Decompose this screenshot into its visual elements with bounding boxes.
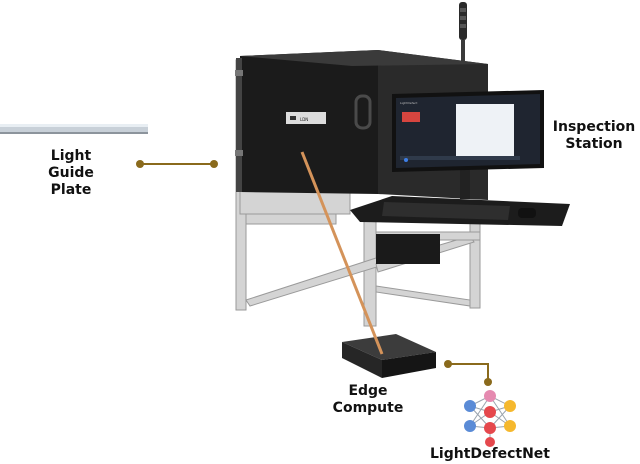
connector-plate	[136, 160, 218, 168]
label-inspection-station: Inspection Station	[546, 119, 640, 153]
label-light-guide-plate-line2: Guide	[38, 165, 104, 182]
monitor-brand-text: LightDefect	[400, 101, 418, 105]
label-inspection-station-line1: Inspection	[546, 119, 640, 136]
edge-compute-device	[342, 334, 436, 378]
neural-network-icon	[464, 390, 516, 447]
label-light-guide-plate-line1: Light	[38, 148, 104, 165]
enclosure-badge-text: LDN	[300, 117, 308, 122]
connector-model	[444, 360, 492, 386]
label-edge-compute-line2: Compute	[320, 400, 416, 417]
label-edge-compute: Edge Compute	[320, 383, 416, 417]
stack-light	[459, 2, 467, 64]
label-light-guide-plate-line3: Plate	[38, 182, 104, 199]
label-light-guide-plate: Light Guide Plate	[38, 148, 104, 199]
keyboard-tray	[350, 196, 570, 264]
label-inspection-station-line2: Station	[546, 136, 640, 153]
light-guide-plate	[0, 124, 148, 134]
label-edge-compute-line1: Edge	[320, 383, 416, 400]
label-model: LightDefectNet	[418, 446, 562, 463]
